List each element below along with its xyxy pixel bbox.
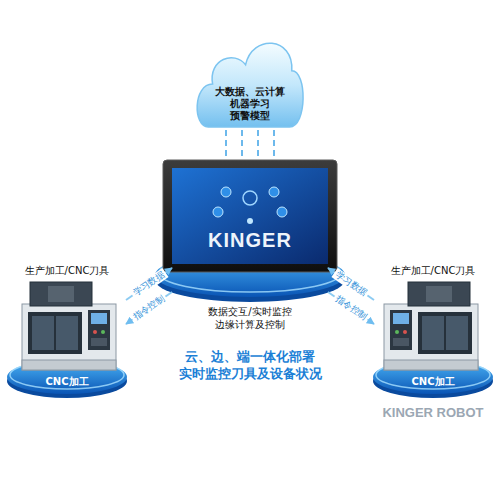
brand-logo-holder: KINGER (208, 229, 292, 251)
watermark: KINGER ROBOT (382, 405, 483, 420)
control-arrow (328, 292, 374, 324)
station-title: 生产加工/CNC刀具 (8, 264, 126, 277)
device-caption: 数据交互/实时监控 边缘计算及控制 (195, 305, 305, 331)
station-title: 生产加工/CNC刀具 (374, 264, 492, 277)
left-platform (7, 282, 127, 398)
cnc-machine (384, 282, 478, 370)
cnc-machine (22, 282, 116, 370)
caption-holder: 云、边、端一体化部署 实时监控刀具及设备状况 (175, 348, 325, 382)
brand-logo: KINGER (208, 229, 292, 251)
data-rain (226, 130, 274, 160)
machine-station: 生产加工/CNC刀具 CNC加工 (8, 262, 126, 397)
cloud-outline (197, 43, 303, 127)
cloud-text: 大数据、云计算 机器学习 预警模型 (212, 86, 288, 122)
watermark-holder: KINGER ROBOT (382, 405, 483, 420)
edge-device (155, 160, 345, 302)
cloud-node: 大数据、云计算 机器学习 预警模型 (195, 28, 305, 130)
station-label: CNC加工 (27, 376, 107, 388)
right-platform (373, 282, 493, 398)
station-label: CNC加工 (393, 376, 473, 388)
caption: 云、边、端一体化部署 实时监控刀具及设备状况 (175, 348, 325, 382)
machine-station: 生产加工/CNC刀具 CNC加工 (374, 262, 492, 397)
